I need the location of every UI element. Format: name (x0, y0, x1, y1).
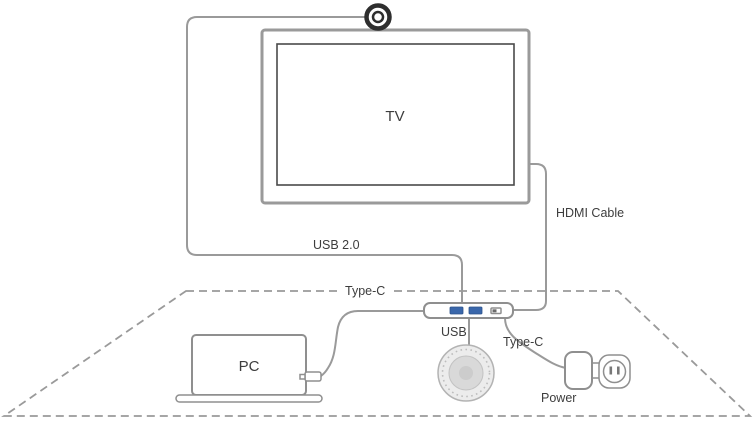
hub-body (423, 302, 514, 319)
tv-display: TV (260, 28, 531, 205)
hdmi-cable-label: HDMI Cable (556, 206, 624, 220)
type-c-hub-label: Type-C (345, 284, 385, 298)
speakerphone (437, 344, 495, 402)
tv-screen (276, 43, 515, 186)
tv-label: TV (385, 108, 404, 125)
hdmi-cable-line (512, 163, 547, 311)
power-outlet-icon (598, 354, 631, 389)
power-label: Power (541, 391, 576, 405)
usb-hub (423, 302, 514, 319)
type-c-power-label: Type-C (503, 335, 543, 349)
usb-cable-line (186, 16, 463, 304)
power-cable-line (504, 317, 567, 369)
usb-port-label: USB (441, 325, 467, 339)
hub-to-pc-cable-line (320, 310, 425, 377)
table-surface-outline (1, 290, 753, 417)
laptop-base (175, 394, 323, 403)
laptop: PC (175, 334, 323, 403)
usb-port-a-icon (449, 306, 464, 315)
pc-label: PC (239, 358, 260, 375)
label-backing (341, 284, 389, 298)
hdmi-port-pin (492, 309, 497, 313)
usb-cable-label: USB 2.0 (313, 238, 360, 252)
power-adapter-icon (564, 351, 599, 390)
usb-port-b-icon (468, 306, 483, 315)
camera-icon (364, 3, 392, 31)
usb-plug-icon (299, 371, 322, 382)
